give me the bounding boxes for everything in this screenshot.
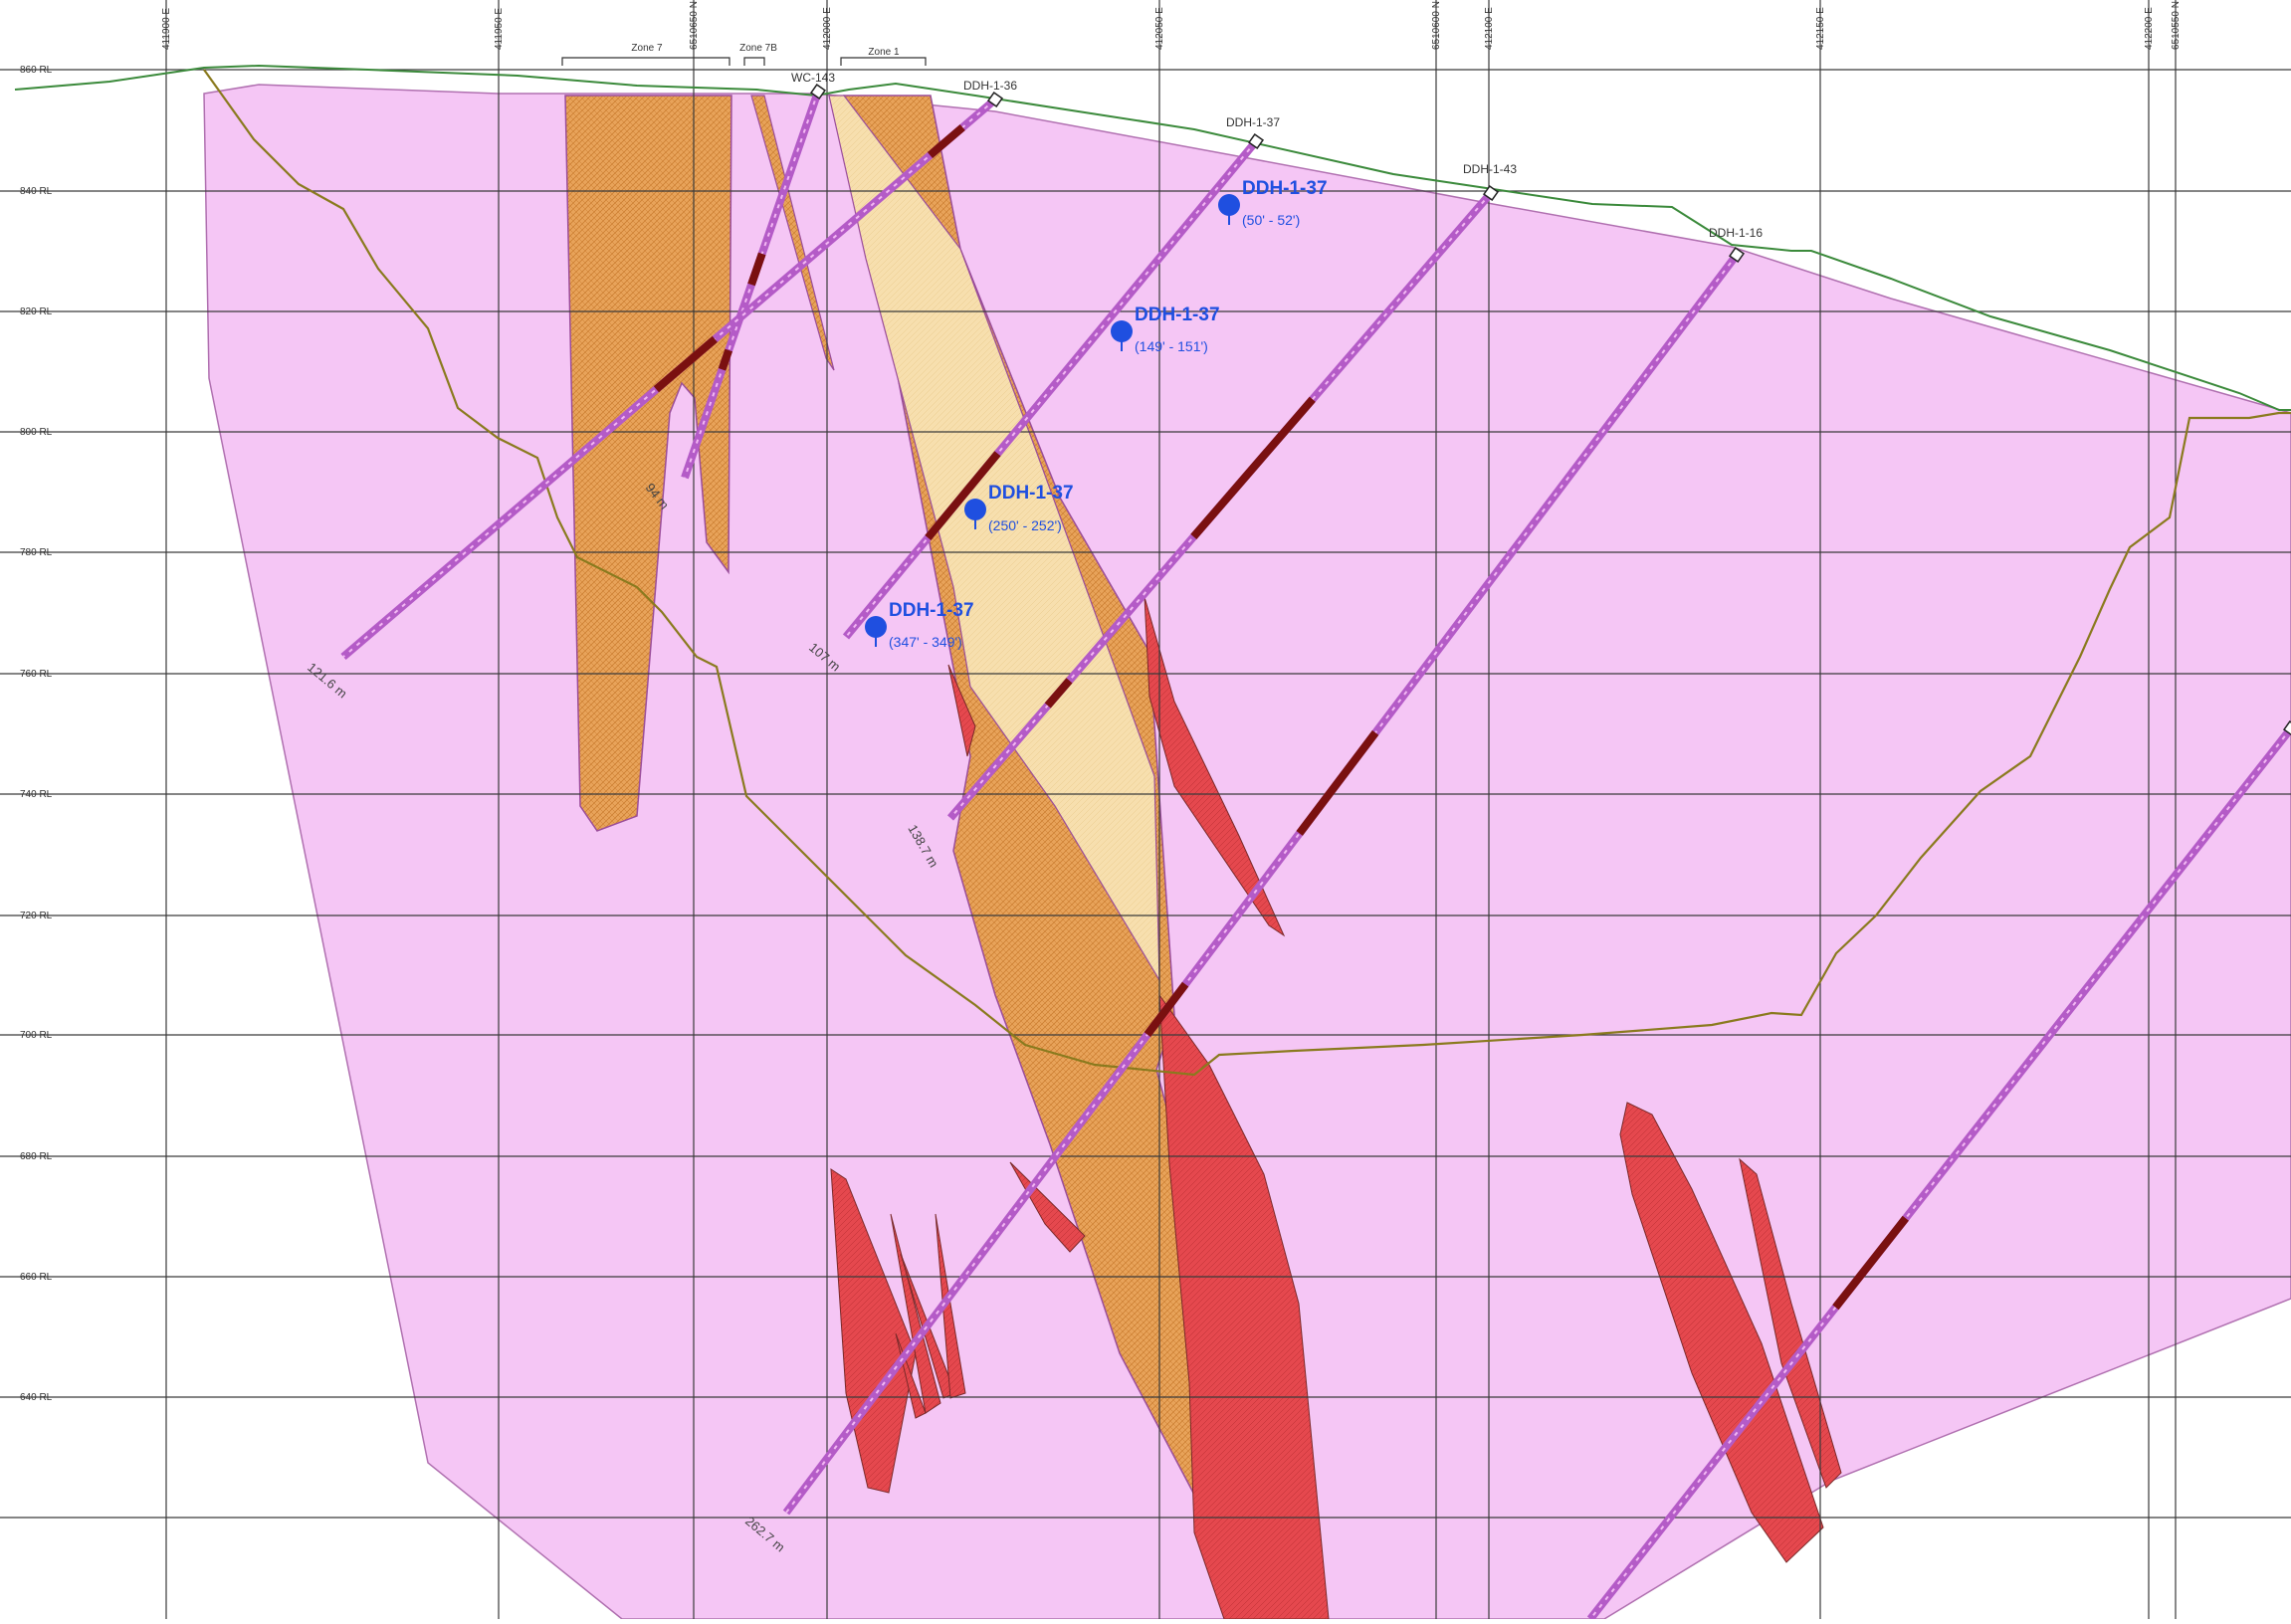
collar-label-ddh-1-16: DDH-1-16 [1709,226,1763,240]
collar-marker-ddh-1-16-lower [2282,719,2291,737]
red-lens-5 [830,1168,917,1494]
sample-1-hole: DDH-1-37 [1242,178,1328,199]
drillhole-core-ddh-1-37 [845,140,1257,638]
red-lens-4 [1009,1161,1086,1253]
elevation-label: 680 RL [20,1151,53,1162]
sample-2-hole: DDH-1-37 [1135,304,1220,325]
mineralized-intercept [653,335,718,393]
collar-marker-ddh-1-36 [986,91,1004,108]
sample-marker-4[interactable]: DDH-1-37 (347' - 349') [865,600,974,650]
drillhole-core-ddh-1-43 [949,192,1492,819]
grid-coordinate-label: 412150 E [1815,7,1826,50]
mineralized-intercept [718,348,733,371]
collar-label-ddh-1-43: DDH-1-43 [1463,162,1517,176]
elevation-label: 860 RL [20,65,53,76]
grid-coordinate-label: 412050 E [1154,7,1165,50]
grid-coordinate-label: 411950 E [494,8,505,50]
elevation-label: 780 RL [20,547,53,558]
zone-7b-body [750,95,835,371]
collar-labels: WC-143 DDH-1-36 DDH-1-37 DDH-1-43 DDH-1-… [791,71,1763,240]
mineralized-intercept [1190,396,1316,540]
zone-1-label: Zone 1 [868,47,900,58]
zone-1-bracket [840,57,927,66]
sample-1-dot [1218,194,1240,216]
grid-coordinate-label: 6510550 N [2171,1,2182,50]
mineralized-intercept [925,451,1001,540]
zone-7b-label: Zone 7B [739,43,777,54]
elevation-label: 760 RL [20,669,53,680]
mineralized-intercept [1296,729,1379,836]
grid-coordinate-label: 6510600 N [1431,1,1442,50]
sample-3-dot [964,499,986,520]
mineralized-intercept [927,123,965,159]
collar-marker-ddh-1-16 [1728,246,1746,264]
grid-coordinate-label: 6510650 N [689,1,700,50]
collar-label-wc-143: WC-143 [791,71,835,85]
elevation-label: 640 RL [20,1392,53,1403]
collar-label-ddh-1-37: DDH-1-37 [1226,115,1280,129]
collar-marker-ddh-1-37 [1247,132,1265,150]
collar-marker-wc-143 [809,83,827,101]
zone-7b-bracket [743,57,765,66]
elevation-label: 660 RL [20,1272,53,1283]
geological-boundary-line [203,69,2291,1077]
sample-4-interval: (347' - 349') [889,634,962,650]
zone-brackets: Zone 7 Zone 7B Zone 1 [561,43,927,66]
grid-coordinate-label: 412200 E [2144,7,2155,50]
elevation-label: 840 RL [20,186,53,197]
sample-3-interval: (250' - 252') [988,517,1062,533]
drillhole-core-ddh-1-16 [785,254,1738,1514]
elevation-label: 820 RL [20,306,53,317]
mineralized-intercept [1832,1215,1909,1311]
mineralized-intercept [1044,678,1073,709]
sample-4-hole: DDH-1-37 [889,600,974,621]
elevation-label: 800 RL [20,427,53,438]
sample-marker-1[interactable]: DDH-1-37 (50' - 52') [1218,178,1328,228]
elevation-label: 700 RL [20,1030,53,1041]
sample-1-interval: (50' - 52') [1242,212,1300,228]
topography-line [14,64,2291,411]
sample-marker-2[interactable]: DDH-1-37 (149' - 151') [1111,304,1220,354]
elevation-label: 740 RL [20,789,53,800]
sample-marker-3[interactable]: DDH-1-37 (250' - 252') [964,483,1074,533]
collar-label-ddh-1-36: DDH-1-36 [963,79,1017,93]
grid-coordinate-label: 411900 E [161,8,172,50]
red-lens-11 [1739,1157,1842,1489]
sample-4-dot [865,616,887,638]
red-lens-1 [1144,596,1286,937]
sample-markers: DDH-1-37 (50' - 52') DDH-1-37 (149' - 15… [865,178,1328,650]
drillhole-core-wc-143 [684,91,819,479]
zone-7-bracket [561,57,730,66]
zone-7-label: Zone 7 [631,43,663,54]
red-lens-2 [947,664,976,757]
drillholes-layer [340,83,2291,1622]
collar-marker-ddh-1-43 [1482,184,1500,202]
grid-coordinate-label: 412100 E [1484,7,1495,50]
red-lens-10 [1619,1102,1824,1563]
sample-2-interval: (149' - 151') [1135,338,1208,354]
mineralized-intercept [747,252,766,287]
zone-7-body [564,95,732,832]
elevation-label: 720 RL [20,911,53,921]
drillhole-trace-ddh-1-16-lower[interactable] [1586,725,2291,1622]
grid-coordinate-label: 412000 E [822,7,833,50]
sample-2-dot [1111,320,1133,342]
sample-3-hole: DDH-1-37 [988,483,1074,504]
mineralized-intercept [1144,981,1189,1038]
